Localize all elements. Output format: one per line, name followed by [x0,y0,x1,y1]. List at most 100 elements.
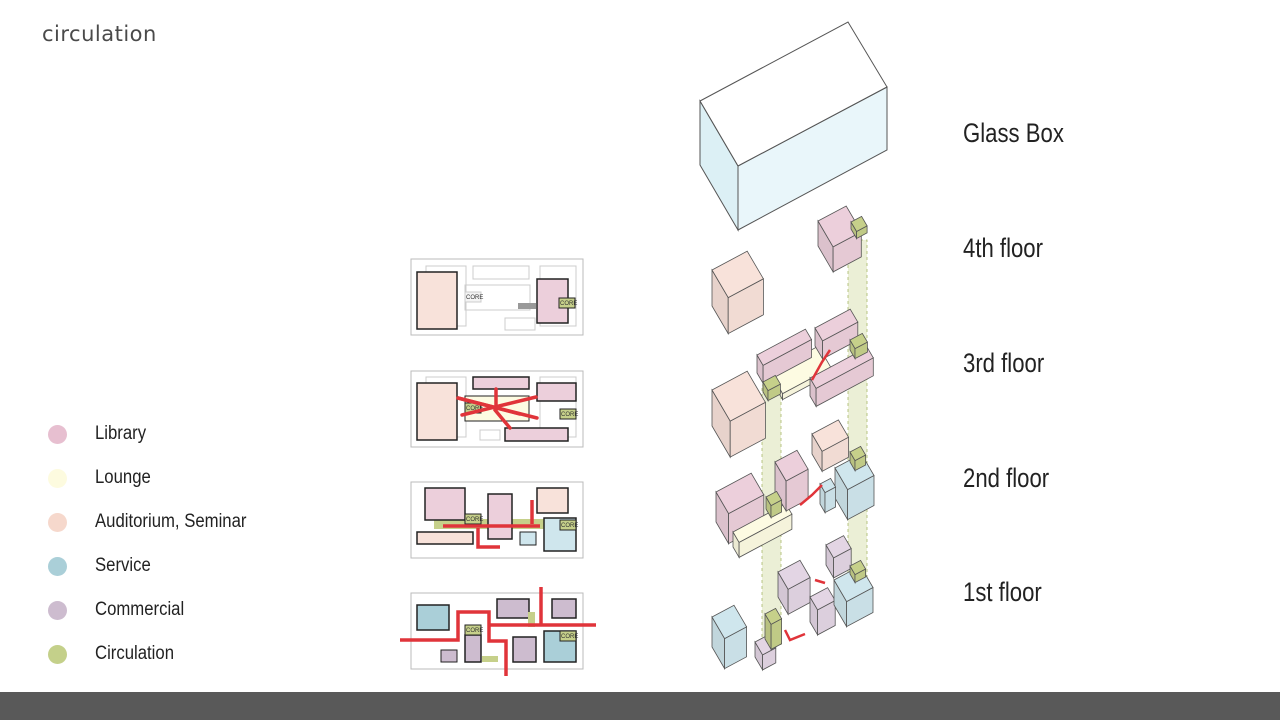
slide-title: circulation [42,22,157,46]
library-room [487,493,513,540]
core-label: CORE [466,628,483,634]
legend-label: Library [95,423,147,444]
auditorium-swatch-icon [48,513,67,532]
auditorium-room [416,271,458,330]
commercial-room [496,598,530,619]
commercial-room [464,634,482,663]
service-room [416,604,450,631]
auditorium-block-top [811,419,850,452]
circulation-block [849,559,867,585]
circulation-path [400,587,596,676]
core-label: CORE [466,406,483,412]
service-room [519,531,537,546]
plan-3rd-floor: CORE CORE [410,370,584,448]
auditorium-block [711,370,766,459]
auditorium-block-top [711,370,766,422]
core-label: CORE [561,523,578,529]
commercial-room [440,649,458,663]
label-2nd-floor: 2nd floor [963,463,1050,493]
auditorium-room [536,487,569,514]
legend-label: Lounge [95,467,151,488]
library-block-top [774,449,809,482]
commercial-block [809,587,836,637]
circulation-block-top [849,445,867,462]
iso-path-1st [783,629,806,642]
legend-item-library: Library [46,422,306,446]
core-label: CORE [560,301,577,307]
core-box [464,513,482,525]
core-label: CORE [561,634,578,640]
lounge-swatch-icon [48,469,67,488]
circulation-path [443,500,540,549]
commercial-block [825,535,852,580]
label-4th-floor: 4th floor [963,233,1044,263]
core-label: CORE [561,412,578,418]
core-box [559,630,577,642]
circulation-block-top [850,215,868,233]
auditorium-room [416,531,474,545]
legend-label: Circulation [95,643,174,664]
circulation-block [849,445,867,473]
stair [518,303,536,309]
circulation-block [765,490,783,520]
library-block-top [814,308,859,342]
core-box [558,297,576,309]
iso-path-2nd [799,484,823,506]
legend-item-service: Service [46,554,306,578]
library-room [472,376,530,390]
core-box [464,291,482,303]
library-block [774,449,809,513]
plan-2nd-floor: CORE CORE [410,481,584,559]
library-room [504,427,569,442]
library-block-top [715,472,765,515]
commercial-room [551,598,577,619]
label-glass-box: Glass Box [963,118,1064,148]
glass-box [699,21,888,232]
commercial-swatch-icon [48,601,67,620]
glass-box-top [699,21,888,167]
isometric-blocks [711,205,875,672]
core-label: CORE [466,517,483,523]
auditorium-room [416,382,458,441]
legend-label: Auditorium, Seminar [95,511,247,532]
core-box [559,519,577,531]
label-1st-floor: 1st floor [963,577,1042,607]
legend-item-circulation: Circulation [46,642,306,666]
library-room [424,487,466,521]
legend-label: Commercial [95,599,185,620]
auditorium-block [811,419,850,473]
library-block [756,328,813,385]
circulation-block [764,607,783,651]
core-box [464,624,482,636]
circulation-block [762,374,781,403]
circulation-block-top [849,332,868,350]
service-block-top [711,604,748,640]
stair [482,656,498,662]
circulation-block-top [764,607,783,625]
legend-item-auditorium: Auditorium, Seminar [46,510,306,534]
auditorium-block [711,250,764,336]
commercial-room [512,636,537,663]
legend-label: Service [95,555,151,576]
iso-path-1st-b [814,578,826,585]
legend-item-lounge: Lounge [46,466,306,490]
service-block [819,477,837,515]
core-label: CORE [466,295,483,301]
service-block [711,604,748,671]
library-swatch-icon [48,425,67,444]
shaft-right [847,239,868,593]
label-3rd-floor: 3rd floor [963,348,1045,378]
library-block [817,205,862,274]
plan-4th-floor: CORE CORE [410,258,584,336]
circulation-swatch-icon [48,645,67,664]
iso-circulation-paths [783,349,832,642]
library-room [536,382,577,402]
circulation-block-top [762,374,781,392]
circulation-block [850,215,868,240]
stair [528,612,535,627]
plan-1st-floor: CORE CORE [400,587,596,676]
circulation-block-top [849,559,867,576]
circulation-block [849,332,868,361]
commercial-block [777,559,811,616]
